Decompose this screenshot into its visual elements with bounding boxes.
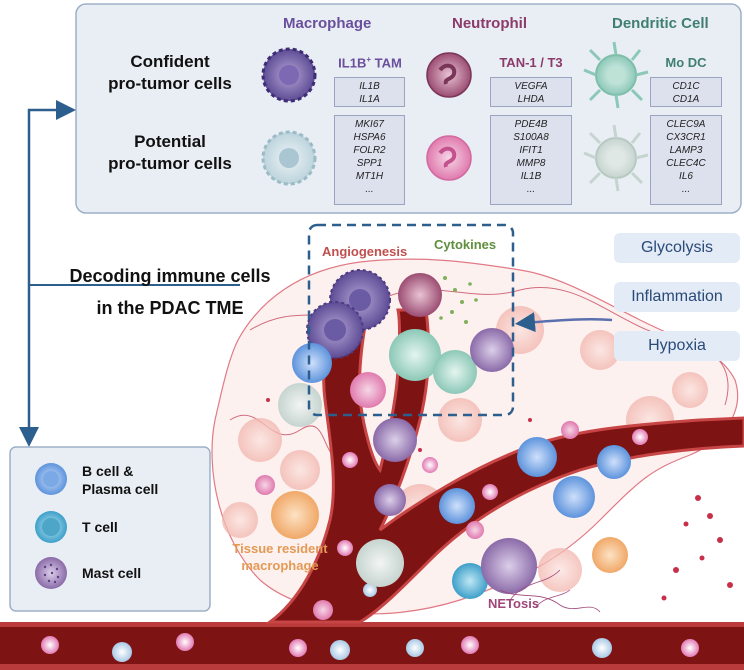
- immune-niche-box: [307, 223, 515, 417]
- tme-t-cell: [452, 563, 488, 599]
- dendritic-confident-icon: [583, 41, 649, 109]
- legend-t-cell-label: T cell: [82, 519, 118, 535]
- legend-mast-cell-label: Mast cell: [82, 565, 142, 581]
- tme-orange-cell: [592, 537, 628, 573]
- neutrophil-potential-icon: [426, 135, 472, 181]
- netosis-label: NETosis: [488, 596, 540, 611]
- macrophage-column-title: Macrophage: [283, 15, 372, 32]
- tme-b-cell: [553, 476, 595, 518]
- tme-neutrophil: [466, 521, 484, 539]
- cytokine-dots: [436, 276, 478, 324]
- tissue-resident-label: Tissue resident macrophage: [232, 541, 328, 573]
- red-dots: [266, 398, 733, 601]
- niche-dc: [433, 350, 477, 394]
- vessel-cells: [41, 429, 699, 662]
- macrophage-confident-icon: [261, 47, 317, 103]
- legend-b-cell-label: B cell & Plasma cell: [82, 463, 159, 497]
- tme-neutrophil: [255, 475, 275, 495]
- bracket-up-arrow: [27, 100, 76, 285]
- tme-neutrophil: [313, 600, 333, 620]
- tme-b-cell: [439, 488, 475, 524]
- glycolysis-box: Glycolysis: [614, 233, 740, 263]
- inflammation-box: Inflammation: [614, 282, 740, 312]
- tme-orange-cell: [271, 491, 319, 539]
- macrophage-potential-icon: [261, 130, 317, 186]
- dendritic-column-title: Dendritic Cell: [612, 15, 709, 32]
- neutrophil-subtype-label: TAN-1 / T3: [499, 55, 563, 70]
- blood-vessel-main: [0, 622, 744, 670]
- macrophage-subtype-label: IL1B+ TAM: [338, 55, 402, 71]
- tme-mast-cell: [373, 418, 417, 462]
- center-title: Decoding immune cells in the PDAC TME: [69, 266, 271, 318]
- hypoxia-box: Hypoxia: [614, 331, 740, 361]
- neutrophil-confident-icon: [426, 52, 472, 98]
- tme-b-cell: [597, 445, 631, 479]
- angiogenesis-label: Angiogenesis: [322, 244, 408, 259]
- niche-neutrophil: [398, 273, 442, 317]
- niche-dc: [389, 329, 441, 381]
- niche-macrophages: [306, 269, 391, 359]
- tme-neutrophil: [561, 421, 579, 439]
- potential-row-label: Potential pro-tumor cells: [108, 132, 232, 173]
- tme-dc: [356, 539, 404, 587]
- top-panel: [75, 3, 742, 214]
- niche-dc: [278, 383, 322, 427]
- tme-mast-cell: [374, 484, 406, 516]
- tme-b-cell: [517, 437, 557, 477]
- confident-row-label: Confident pro-tumor cells: [108, 52, 232, 93]
- cytokines-label: Cytokines: [434, 237, 497, 252]
- netosis-web: [499, 569, 601, 613]
- niche-b-cell: [292, 343, 332, 383]
- tme-mast-cell: [481, 538, 537, 594]
- niche-neutrophil: [350, 372, 386, 408]
- dendritic-potential-icon: [583, 124, 649, 192]
- neutrophil-column-title: Neutrophil: [452, 15, 527, 32]
- niche-mast: [470, 328, 514, 372]
- dendritic-subtype-label: Mo DC: [665, 55, 707, 70]
- inflammation-arrow: [515, 312, 613, 333]
